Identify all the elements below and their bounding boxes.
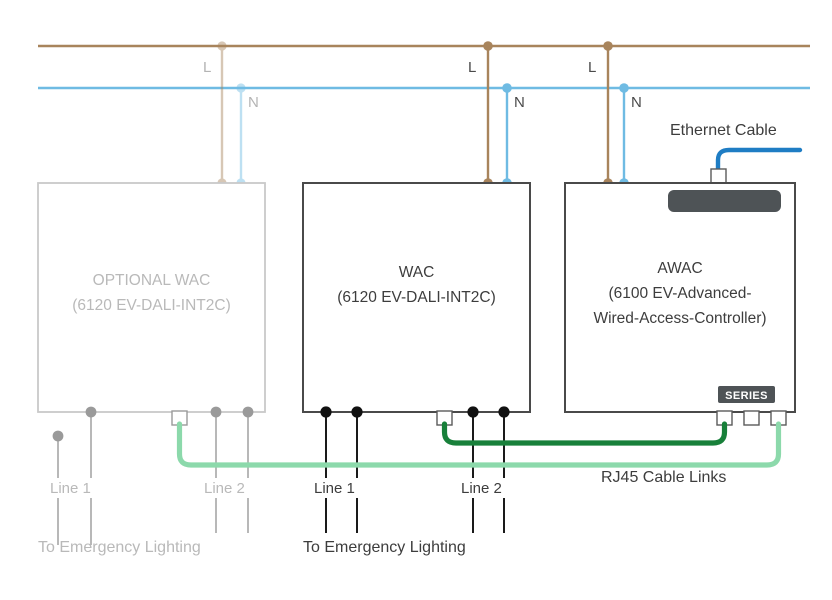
awac-series-badge: SERIES <box>718 386 775 403</box>
wac-node-a <box>320 406 332 418</box>
optional-wac-node-b <box>52 430 64 442</box>
rj45-cable-dark-green <box>441 421 728 446</box>
power-drop-1 <box>217 41 246 188</box>
ethernet-cable-group <box>710 147 803 186</box>
live-junction-dot-3 <box>603 41 613 51</box>
wac-node-d <box>498 406 510 418</box>
optional-wac-node-a <box>85 406 97 418</box>
wac-outputs <box>320 406 510 533</box>
device-box-awac[interactable] <box>564 182 796 413</box>
optional-wac-node-c <box>210 406 222 418</box>
ethernet-cable-label: Ethernet Cable <box>670 122 777 139</box>
optional-wac-outputs <box>52 406 254 545</box>
wac-line2-label: Line 2 <box>461 480 502 497</box>
neutral-junction-dot-1 <box>236 83 246 93</box>
power-drop-3 <box>603 41 629 188</box>
live-junction-dot-1 <box>217 41 227 51</box>
live-junction-dot-2 <box>483 41 493 51</box>
live-label-1: L <box>203 59 211 76</box>
awac-rj45-port-2[interactable] <box>743 410 760 426</box>
awac-outline <box>564 182 796 413</box>
series-badge-background <box>718 386 775 403</box>
optional-wac-destination-label: To Emergency Lighting <box>38 539 201 556</box>
wac-node-b <box>351 406 363 418</box>
ethernet-cable-path <box>715 147 803 186</box>
wac-destination-label: To Emergency Lighting <box>303 539 466 556</box>
wac-line1-label: Line 1 <box>314 480 355 497</box>
rj45-cable-light-green <box>176 421 782 468</box>
awac-title-line3: Wired-Access-Controller) <box>593 310 766 327</box>
awac-title-line2: (6100 EV-Advanced- <box>608 285 751 302</box>
ethernet-port-connector <box>710 168 727 184</box>
optional-wac-title-line2: (6120 EV-DALI-INT2C) <box>72 297 231 314</box>
wac-title-line2: (6120 EV-DALI-INT2C) <box>337 289 496 306</box>
neutral-label-1: N <box>248 94 259 111</box>
neutral-label-3: N <box>631 94 642 111</box>
optional-wac-outline <box>37 182 266 413</box>
optional-wac-line2-label: Line 2 <box>204 480 245 497</box>
device-box-optional-wac[interactable] <box>37 182 266 413</box>
live-label-3: L <box>588 59 596 76</box>
series-badge-label: SERIES <box>725 390 768 402</box>
rj45-cable-links-label: RJ45 Cable Links <box>601 469 726 486</box>
device-box-wac[interactable] <box>302 182 531 413</box>
neutral-junction-dot-3 <box>619 83 629 93</box>
awac-title-line1: AWAC <box>657 260 702 277</box>
optional-wac-line1-label: Line 1 <box>50 480 91 497</box>
wac-title-line1: WAC <box>399 264 435 281</box>
power-bus-lines <box>38 44 810 90</box>
optional-wac-node-d <box>242 406 254 418</box>
wac-node-c <box>467 406 479 418</box>
live-label-2: L <box>468 59 476 76</box>
neutral-junction-dot-2 <box>502 83 512 93</box>
neutral-label-2: N <box>514 94 525 111</box>
awac-display-bar <box>668 190 781 212</box>
power-drop-2 <box>483 41 512 188</box>
optional-wac-title-line1: OPTIONAL WAC <box>93 272 211 289</box>
wac-outline <box>302 182 531 413</box>
